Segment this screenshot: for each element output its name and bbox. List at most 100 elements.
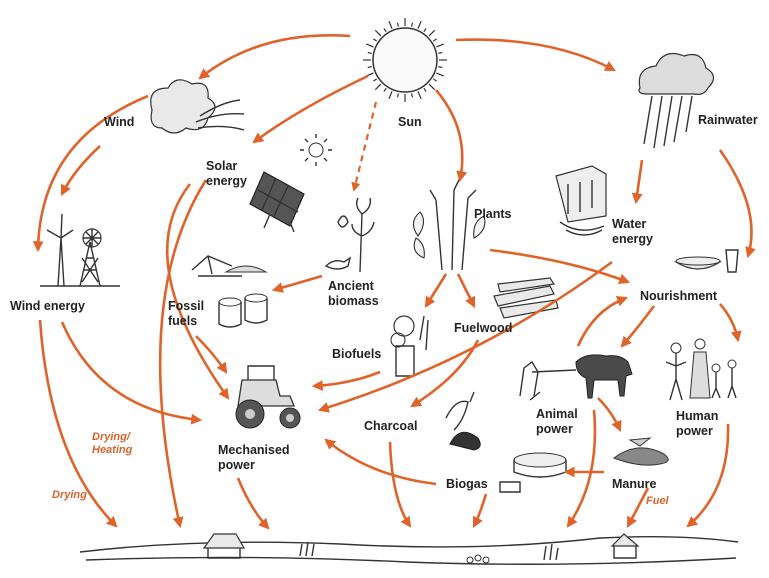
sun-ray <box>365 43 374 48</box>
arrow-mechanised-landscape <box>236 477 270 530</box>
arrow-fossil-mechanised <box>195 335 228 374</box>
label-wind: Wind <box>104 115 134 129</box>
arrow-sun-right-loop <box>718 149 756 259</box>
rain-cloud-icon <box>638 53 715 149</box>
note-drying-heating: Drying/Heating <box>92 431 133 456</box>
charcoal-icon <box>445 391 481 451</box>
label-sun: Sun <box>398 115 422 129</box>
sun-ray <box>417 91 422 100</box>
arrow-rain-water <box>631 159 644 205</box>
arrow-sun-solar <box>252 74 369 144</box>
sun-ray <box>428 29 436 37</box>
sun-ray <box>373 38 378 42</box>
sun-ray <box>423 28 427 33</box>
note-fuel: Fuel <box>646 495 670 507</box>
sun-ray <box>432 38 437 42</box>
arrow-sun-rainwater <box>455 38 616 72</box>
arrow-biofuels-mechanised <box>311 370 381 391</box>
biofuels-icon <box>390 315 429 377</box>
sun-ray <box>396 93 399 98</box>
wind-turbine-icon <box>40 213 120 287</box>
sun-icon <box>363 18 447 102</box>
sun-ray <box>423 87 427 92</box>
fuelwood-icon <box>493 277 559 319</box>
arrow-windenergy-mechanised <box>60 321 203 425</box>
water-mill-icon <box>555 165 607 236</box>
wind-cloud-icon <box>150 79 245 134</box>
arrow-windenergy-landscape <box>38 319 118 528</box>
label-charcoal: Charcoal <box>364 419 418 433</box>
arrow-sun-plants <box>435 89 468 183</box>
food-bowl-icon <box>673 249 739 273</box>
ox-plough-icon <box>519 354 633 401</box>
label-manure: Manure <box>612 477 657 491</box>
oil-pump-icon <box>191 255 268 328</box>
sun-ray <box>388 91 393 100</box>
arrow-charcoal-landscape <box>388 441 412 528</box>
flow-arrows <box>32 34 756 530</box>
manure-icon <box>612 437 669 466</box>
sun-ray <box>428 83 436 91</box>
label-wind-energy: Wind energy <box>10 299 85 313</box>
arrow-nourishment-human <box>719 303 742 343</box>
arrow-sun-wind <box>198 34 351 80</box>
label-biogas: Biogas <box>446 477 488 491</box>
sun-ray <box>411 22 414 27</box>
arrow-water-mechanised <box>317 260 613 413</box>
arrow-solar-landscape <box>158 179 208 529</box>
sun-ray <box>438 66 443 69</box>
landscape-strip <box>79 533 739 565</box>
arrow-plants-nourishment <box>489 248 631 285</box>
arrow-animal-manure <box>597 397 622 432</box>
sun-ray <box>367 66 372 69</box>
sun-ray <box>438 51 443 54</box>
tractor-icon <box>235 365 301 429</box>
label-fuelwood: Fuelwood <box>454 321 512 335</box>
arrow-sun-left-loop <box>32 94 149 253</box>
label-nourishment: Nourishment <box>640 289 718 303</box>
arrow-solar-mechanised <box>165 183 230 400</box>
label-plants: Plants <box>474 207 512 221</box>
arrow-biomass-fossil <box>271 274 323 293</box>
ancient-biomass-icon <box>324 197 375 273</box>
note-drying: Drying <box>52 489 87 501</box>
label-rainwater: Rainwater <box>698 113 758 127</box>
arrow-nourishment-animal <box>620 305 656 348</box>
arrow-human-landscape <box>686 423 730 528</box>
sun-ray <box>374 83 382 91</box>
sun-ray <box>374 29 382 37</box>
people-icon <box>665 338 737 401</box>
sun-ray <box>373 78 378 82</box>
arrow-wind-windenergy <box>60 145 101 196</box>
arrow-biogas-mechanised <box>324 438 437 486</box>
biogas-digester-icon <box>499 452 567 493</box>
arrow-plants-fuelwood <box>456 273 476 308</box>
sun-ray <box>436 72 445 77</box>
sun-ray <box>432 78 437 82</box>
arrow-animal-landscape <box>566 409 597 528</box>
sun-ray <box>388 20 393 29</box>
arrow-manure-landscape <box>626 487 650 528</box>
arrow-animal-nourishment <box>576 295 629 347</box>
arrow-biogas-landscape <box>472 493 488 528</box>
sun-ray <box>383 28 387 33</box>
sun-ray <box>396 22 399 27</box>
sun-ray <box>383 87 387 92</box>
solar-panel-icon <box>249 134 332 233</box>
sun-ray <box>367 51 372 54</box>
sun-ray <box>436 43 445 48</box>
arrow-plants-biofuels <box>424 273 448 308</box>
arrow-sun-ancient-biomass <box>351 101 378 192</box>
sun-ray <box>411 93 414 98</box>
plants-icon <box>412 177 486 271</box>
